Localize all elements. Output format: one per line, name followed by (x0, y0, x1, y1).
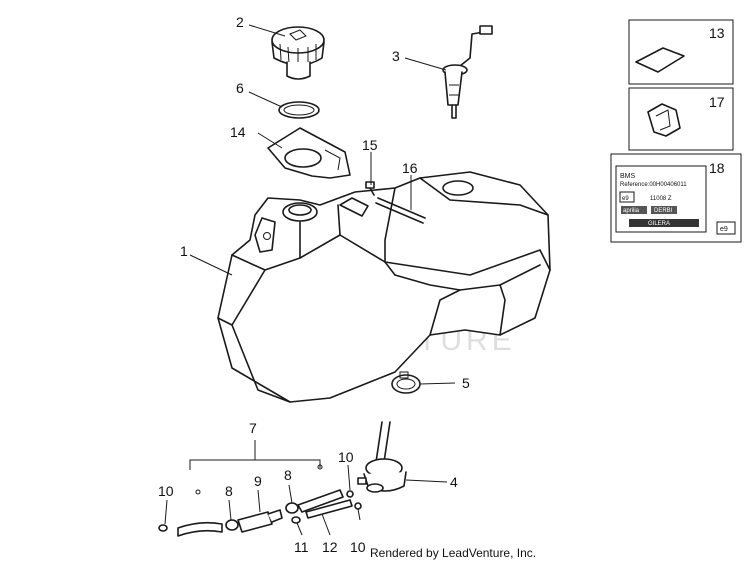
fuel-tank[interactable] (217, 171, 551, 403)
callout-7[interactable]: 7 (249, 420, 257, 436)
corner-e9: e9 (720, 226, 728, 233)
callout-12[interactable]: 12 (322, 539, 338, 555)
callout-8a[interactable]: 8 (225, 483, 233, 499)
callout-14[interactable]: 14 (230, 124, 246, 140)
fuel-pump[interactable] (357, 421, 407, 493)
callout-13[interactable]: 13 (709, 25, 725, 41)
callout-10c[interactable]: 10 (350, 539, 366, 555)
filler-plate[interactable] (267, 127, 351, 179)
callout-6[interactable]: 6 (236, 80, 244, 96)
callout-15[interactable]: 15 (362, 137, 378, 153)
callout-3[interactable]: 3 (392, 48, 400, 64)
label-brand3: GILERA (648, 221, 670, 227)
callout-16[interactable]: 16 (402, 160, 418, 176)
callout-9[interactable]: 9 (254, 473, 262, 489)
box-18-label[interactable]: BMS Reference:00H00406011 e9 11008 Z apr… (610, 153, 742, 243)
callout-4[interactable]: 4 (450, 474, 458, 490)
hose-clamp[interactable] (391, 371, 421, 394)
fuel-level-sensor[interactable] (442, 25, 493, 119)
credit-text: Rendered by LeadVenture, Inc. (370, 546, 536, 560)
callout-2[interactable]: 2 (236, 14, 244, 30)
label-e9: e9 (622, 196, 629, 202)
label-code: 11008 Z (650, 196, 672, 202)
callout-17[interactable]: 17 (709, 94, 725, 110)
hose-assembly[interactable] (158, 440, 362, 537)
label-line2: Reference:00H00406011 (620, 182, 687, 188)
label-brand1: aprilia (623, 208, 640, 214)
fuel-cap[interactable] (271, 26, 325, 80)
o-ring[interactable] (278, 101, 320, 119)
callout-18[interactable]: 18 (709, 160, 725, 176)
callouts: 1 2 3 4 5 6 7 8 8 9 10 10 10 11 12 13 14… (158, 14, 725, 555)
label-line1: BMS (620, 173, 636, 180)
vent-pin[interactable] (365, 181, 375, 196)
box-13[interactable] (628, 19, 734, 85)
callout-5[interactable]: 5 (462, 375, 470, 391)
label-brand2: DERBI (654, 208, 673, 214)
callout-8b[interactable]: 8 (284, 467, 292, 483)
callout-11[interactable]: 11 (294, 539, 309, 555)
callout-10a[interactable]: 10 (158, 483, 174, 499)
box-17[interactable] (628, 87, 734, 151)
callout-10b[interactable]: 10 (338, 449, 354, 465)
breather-hose[interactable] (375, 197, 426, 224)
leader-lines (164, 24, 456, 536)
callout-1[interactable]: 1 (180, 243, 188, 259)
